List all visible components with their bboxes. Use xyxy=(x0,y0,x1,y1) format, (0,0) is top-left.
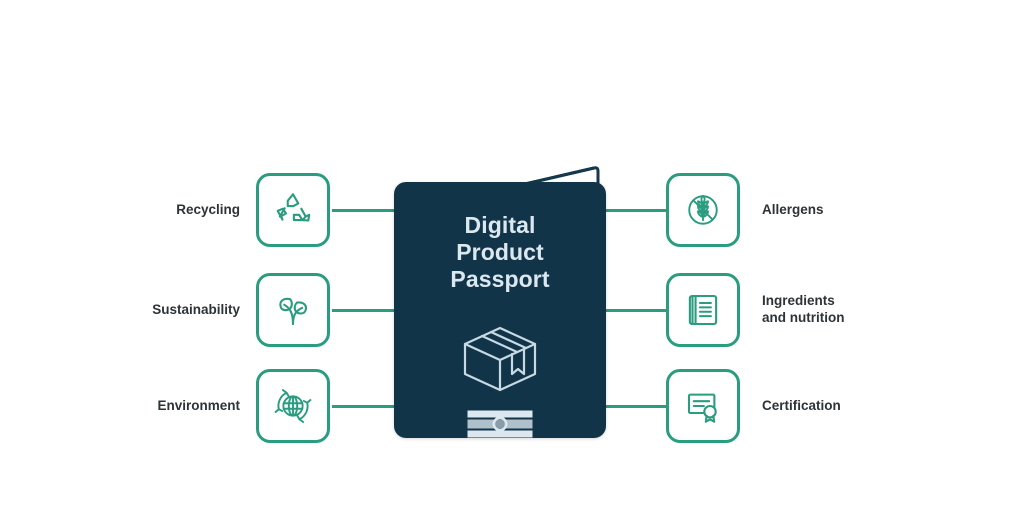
sprout-leaf-icon xyxy=(272,289,314,331)
label-recycling: Recycling xyxy=(176,202,240,217)
label-allergens: Allergens xyxy=(762,202,824,217)
connector-sustainability xyxy=(332,309,396,312)
label-ingredients-line-2: and nutrition xyxy=(762,310,845,325)
connector-ingredients xyxy=(604,309,666,312)
icon-box-certification[interactable] xyxy=(666,369,740,443)
passport-stamp-icon xyxy=(467,410,533,438)
passport-title-line-1: Digital xyxy=(464,212,536,238)
label-ingredients: Ingredients and nutrition xyxy=(762,292,952,326)
icon-box-recycling[interactable] xyxy=(256,173,330,247)
label-ingredients-line-1: Ingredients xyxy=(762,293,835,308)
no-wheat-allergen-icon xyxy=(681,188,725,232)
connector-environment xyxy=(332,405,396,408)
label-environment: Environment xyxy=(157,398,240,413)
passport-title: Digital Product Passport xyxy=(394,212,606,293)
connector-recycling xyxy=(332,209,396,212)
passport-cover: Digital Product Passport xyxy=(394,182,606,438)
passport-title-line-3: Passport xyxy=(450,266,550,292)
notebook-document-icon xyxy=(682,289,724,331)
icon-box-allergens[interactable] xyxy=(666,173,740,247)
connector-allergens xyxy=(604,209,666,212)
passport-title-line-2: Product xyxy=(456,239,544,265)
passport-card-group: Digital Product Passport xyxy=(386,160,614,442)
icon-box-environment[interactable] xyxy=(256,369,330,443)
label-sustainability: Sustainability xyxy=(152,302,240,317)
icon-box-ingredients[interactable] xyxy=(666,273,740,347)
icon-box-sustainability[interactable] xyxy=(256,273,330,347)
connector-certification xyxy=(604,405,666,408)
recycling-icon xyxy=(272,189,314,231)
globe-cycle-icon xyxy=(271,384,315,428)
label-certification: Certification xyxy=(762,398,841,413)
package-box-icon xyxy=(463,326,537,392)
certificate-seal-icon xyxy=(682,385,724,427)
